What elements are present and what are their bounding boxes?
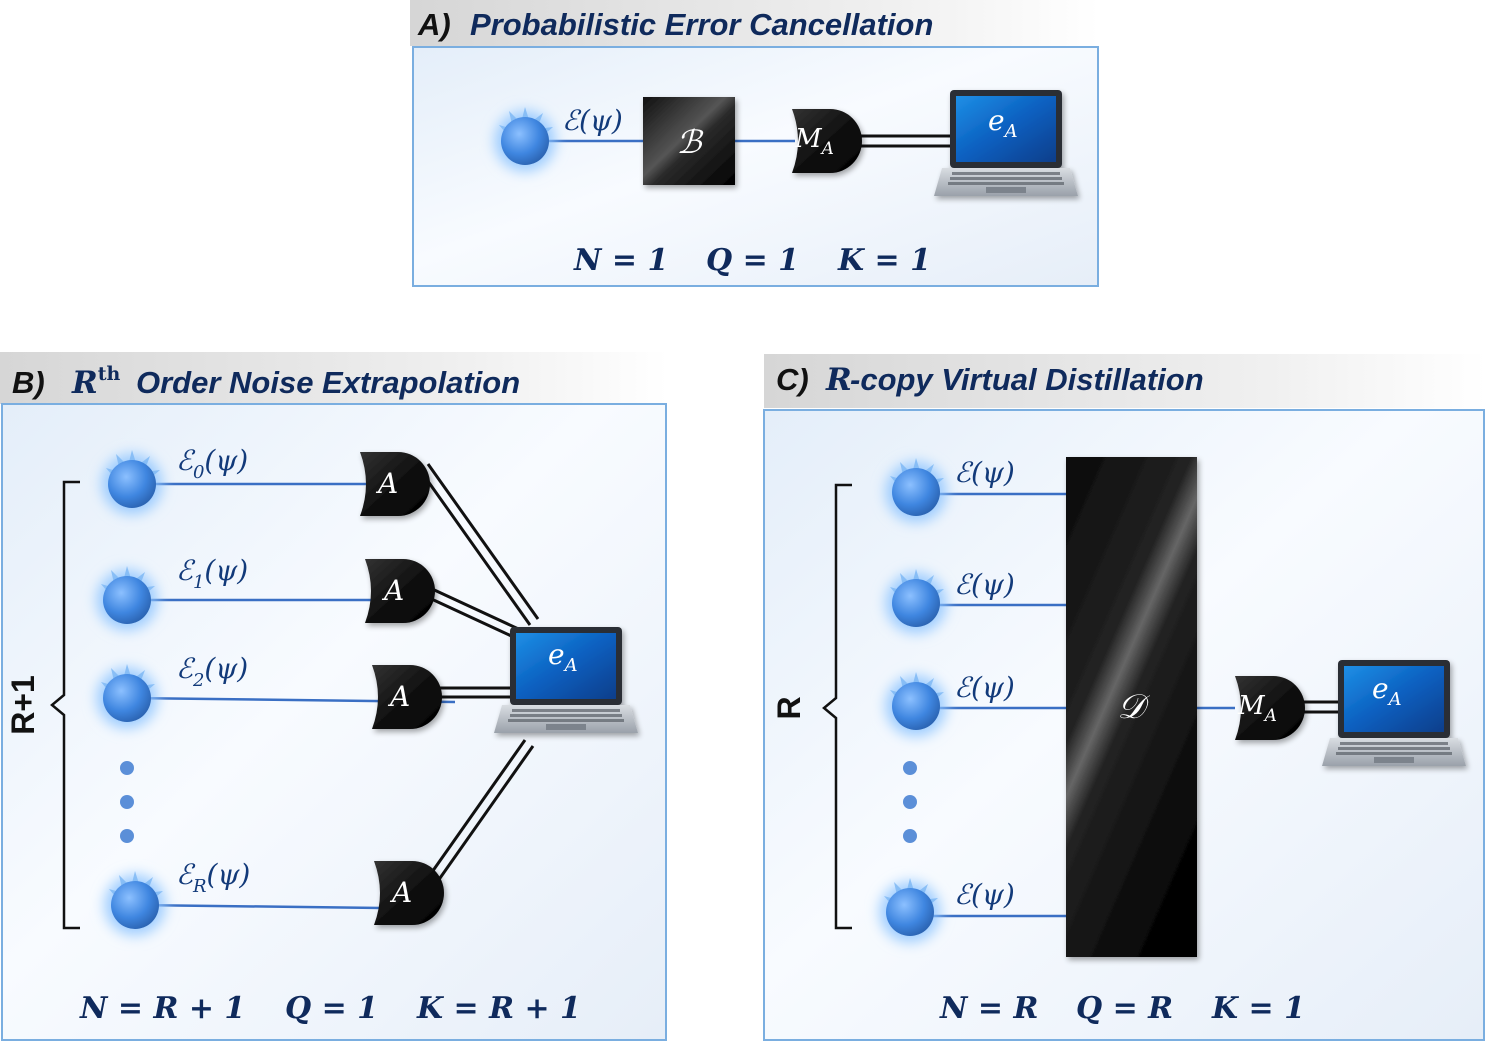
panel-b-eq-k: K = R + 1 <box>416 991 581 1026</box>
panel-a-eq-q: Q = 1 <box>706 243 799 278</box>
panel-c-state-label: ℰ(ψ) <box>954 878 1015 911</box>
panel-a-classical-wire <box>852 134 950 148</box>
panel-c-eq-q: Q = R <box>1076 991 1173 1026</box>
qubit-icon <box>878 565 954 641</box>
panel-b-ellipsis-dots <box>120 761 134 843</box>
panel-c-title-r: R <box>825 362 852 398</box>
meter-label: MA <box>1237 691 1277 726</box>
qubit-icon <box>94 446 170 522</box>
laptop-label: eA <box>988 104 1018 142</box>
panel-c-state-label: ℰ(ψ) <box>954 456 1015 489</box>
qubit-icon <box>89 660 165 736</box>
panel-b-state-1: ℰ1(ψ) <box>176 554 248 593</box>
operation-box-b <box>643 97 735 185</box>
qubit-icon <box>97 867 173 943</box>
qubit-icon <box>878 454 954 530</box>
meter-label: A <box>389 876 412 909</box>
panel-b-title: Order Noise Extrapolation <box>136 365 520 400</box>
panel-b-wire-r <box>134 903 386 910</box>
panel-b-state-r: ℰR(ψ) <box>176 858 250 897</box>
laptop-label: eA <box>1372 672 1402 710</box>
qubit-icon <box>872 874 948 950</box>
panel-a-title: Probabilistic Error Cancellation <box>470 7 933 42</box>
operation-box-b-label: ℬ <box>676 123 704 161</box>
qubit-icon <box>487 103 563 179</box>
meter-label: A <box>381 574 404 607</box>
panel-a-state-label: ℰ(ψ) <box>562 104 623 137</box>
panel-a-eq-k: K = 1 <box>837 243 931 278</box>
panel-a-letter: A) <box>417 7 451 42</box>
panel-c-state-label: ℰ(ψ) <box>954 568 1015 601</box>
panel-c-state-label: ℰ(ψ) <box>954 671 1015 704</box>
panel-a-title-bar <box>410 0 1100 46</box>
panel-c-ellipsis-dots <box>903 761 917 843</box>
qubit-icon <box>89 562 165 638</box>
panel-c-letter: C) <box>776 362 809 397</box>
laptop-icon <box>934 90 1078 196</box>
panel-b-state-0: ℰ0(ψ) <box>176 444 248 483</box>
panel-c-title-bar <box>764 354 1486 408</box>
panel-c-brace <box>822 483 852 930</box>
distillation-box-d <box>1066 457 1197 957</box>
panel-c-title: -copy Virtual Distillation <box>850 362 1204 397</box>
panel-b-eq-n: N = R + 1 <box>79 991 245 1026</box>
panel-b-brace <box>50 480 80 930</box>
laptop-label: eA <box>548 638 578 676</box>
panel-b-letter: B) <box>12 365 45 400</box>
panel-b-state-2: ℰ2(ψ) <box>176 652 248 691</box>
laptop-icon <box>494 627 638 733</box>
panel-b-brace-label: R+1 <box>5 675 41 735</box>
panel-b-eq-q: Q = 1 <box>285 991 378 1026</box>
panel-b: B) Rth Order Noise Extrapolation R+1 ℰ0(… <box>0 352 668 1041</box>
panel-c-brace-label: R <box>771 696 807 719</box>
panel-c: C) R -copy Virtual Distillation R ℰ(ψ) ℰ… <box>763 354 1486 1041</box>
meter-label: A <box>375 467 398 500</box>
panel-a: A) Probabilistic Error Cancellation ℰ(ψ)… <box>410 0 1100 287</box>
qubit-icon <box>878 668 954 744</box>
meter-label: A <box>387 680 410 713</box>
panel-c-eq-n: N = R <box>939 991 1038 1026</box>
meter-label: MA <box>794 124 834 159</box>
panel-b-title-r: Rth <box>71 363 121 401</box>
panel-b-title-bar <box>0 352 668 404</box>
panel-a-eq-n: N = 1 <box>573 243 668 278</box>
panel-c-eq-k: K = 1 <box>1211 991 1305 1026</box>
panel-b-classical-wires <box>418 463 540 889</box>
laptop-icon <box>1322 660 1466 766</box>
